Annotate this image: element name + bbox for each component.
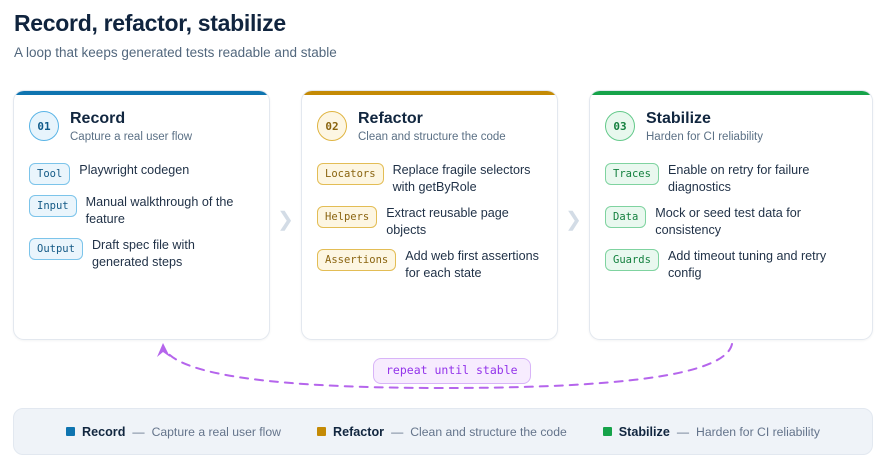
page-subtitle: A loop that keeps generated tests readab… [14,45,337,60]
legend-name: Stabilize [618,424,670,439]
step-card-refactor[interactable]: 02 Refactor Clean and structure the code… [301,90,558,340]
card-item-list: Tool Playwright codegen Input Manual wal… [29,162,254,271]
item-chip: Helpers [317,206,378,228]
header: Record, refactor, stabilize A loop that … [14,8,874,62]
list-item: Traces Enable on retry for failure diagn… [605,162,857,196]
card-title: Stabilize [646,110,711,127]
item-text: Add timeout tuning and retry config [667,249,827,280]
legend-description: Harden for CI reliability [696,424,820,439]
legend-swatch-icon [316,427,326,436]
legend-description: Capture a real user flow [151,424,281,439]
list-item: Guards Add timeout tuning and retry conf… [605,248,857,282]
item-text: Draft spec file with generated steps [91,238,195,269]
legend-description: Clean and structure the code [410,424,567,439]
item-text: Mock or seed test data for consistency [655,206,801,237]
page-title: Record, refactor, stabilize [14,10,286,36]
list-item: Tool Playwright codegen [29,162,254,185]
card-header: 01 Record Capture a real user flow [29,109,254,145]
chevron-right-icon: ❯ [277,209,294,231]
step-card-stabilize[interactable]: 03 Stabilize Harden for CI reliability T… [589,90,873,340]
legend-item-record: Record — Capture a real user flow [66,425,281,439]
item-text: Manual walkthrough of the feature [85,195,234,226]
step-number-badge: 03 [605,111,635,141]
item-text: Playwright codegen [79,163,190,177]
step-number-badge: 01 [29,111,59,141]
card-title: Record [70,110,126,127]
step-card-record[interactable]: 01 Record Capture a real user flow Tool … [13,90,270,340]
item-text: Replace fragile selectors with getByRole [392,163,531,194]
card-accent-bar [302,91,557,95]
item-chip: Guards [605,249,659,271]
item-chip: Tool [29,163,71,185]
list-item: Helpers Extract reusable page objects [317,205,542,239]
card-subtitle: Clean and structure the code [358,131,506,143]
item-text: Extract reusable page objects [386,206,509,237]
card-subtitle: Harden for CI reliability [646,131,763,143]
card-item-list: Locators Replace fragile selectors with … [317,162,542,282]
chevron-right-icon: ❯ [565,209,582,231]
card-item-list: Traces Enable on retry for failure diagn… [605,162,857,282]
legend-item-stabilize: Stabilize — Harden for CI reliability [602,424,820,439]
item-chip: Input [29,195,77,217]
card-header: 02 Refactor Clean and structure the code [317,109,542,145]
legend-swatch-icon [602,427,612,436]
legend-swatch-icon [66,427,75,436]
item-chip: Output [29,238,83,260]
item-chip: Locators [317,163,384,185]
legend-dash: — [132,424,145,439]
legend-name: Record [82,424,126,439]
list-item: Output Draft spec file with generated st… [29,237,254,271]
legend: Record — Capture a real user flow Refact… [13,408,873,455]
card-title: Refactor [358,110,423,127]
card-accent-bar [14,91,269,95]
item-text: Add web first assertions for each state [405,249,539,280]
item-chip: Traces [605,163,659,185]
list-item: Assertions Add web first assertions for … [317,248,542,282]
loop-arrow-icon [157,343,733,390]
item-chip: Assertions [317,249,397,271]
legend-dash: — [391,424,404,439]
card-accent-bar [590,91,872,95]
step-number-badge: 02 [317,111,347,141]
loop-arrow-layer [0,338,886,400]
list-item: Input Manual walkthrough of the feature [29,194,254,228]
legend-dash: — [676,424,690,439]
card-header: 03 Stabilize Harden for CI reliability [605,109,857,145]
steps-row: 01 Record Capture a real user flow Tool … [13,90,873,342]
repeat-until-stable-badge: repeat until stable [373,358,531,384]
legend-name: Refactor [332,424,385,439]
card-subtitle: Capture a real user flow [70,131,193,143]
list-item: Data Mock or seed test data for consiste… [605,205,857,239]
list-item: Locators Replace fragile selectors with … [317,162,542,196]
item-text: Enable on retry for failure diagnostics [667,163,810,194]
item-chip: Data [605,206,647,228]
legend-item-refactor: Refactor — Clean and structure the code [316,424,567,439]
